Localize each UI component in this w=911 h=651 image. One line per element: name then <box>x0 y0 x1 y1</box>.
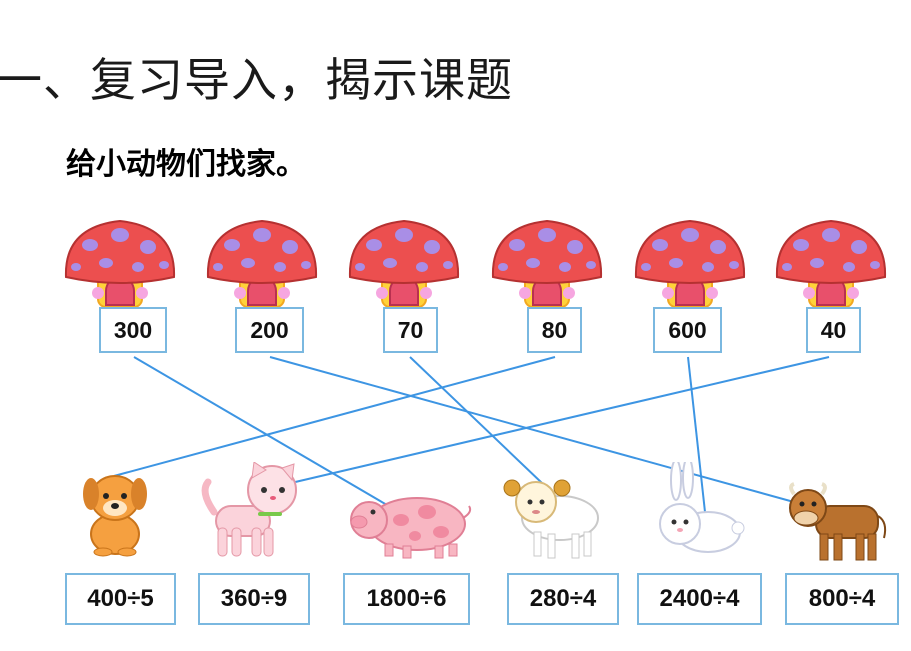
rabbit-icon <box>659 462 745 553</box>
expression-box[interactable]: 800÷4 <box>785 573 899 625</box>
link-200-cow <box>269 356 813 508</box>
mushroom-house-icon <box>775 219 887 308</box>
link-70-sheep <box>409 356 544 485</box>
cat-icon <box>201 462 297 557</box>
house-number-box[interactable]: 200 <box>235 307 304 353</box>
mushroom-house-icon <box>206 219 318 308</box>
dog-icon <box>83 475 147 557</box>
expression-box[interactable]: 400÷5 <box>65 573 176 625</box>
expression-box[interactable]: 1800÷6 <box>343 573 470 625</box>
house-number-box[interactable]: 600 <box>653 307 722 353</box>
task-instruction: 给小动物们找家。 <box>66 147 306 182</box>
expression-box[interactable]: 360÷9 <box>198 573 310 625</box>
mushroom-house-icon <box>634 219 746 308</box>
house-number-box[interactable]: 300 <box>99 307 167 353</box>
link-600-rabbit <box>687 356 706 513</box>
mushroom-house-icon <box>491 219 603 308</box>
link-300-pig <box>133 356 388 506</box>
page-title: 一、复习导入，揭示课题 <box>0 53 513 107</box>
mushroom-house-icon <box>64 219 176 308</box>
link-40-cat <box>290 356 830 484</box>
pig-icon <box>350 497 472 559</box>
house-number-box[interactable]: 40 <box>806 307 861 353</box>
cow-icon <box>789 482 887 561</box>
house-number-box[interactable]: 80 <box>527 307 582 353</box>
house-number-box[interactable]: 70 <box>383 307 438 353</box>
expression-box[interactable]: 2400÷4 <box>637 573 762 625</box>
link-80-dog <box>113 356 556 477</box>
mushroom-house-icon <box>348 219 460 308</box>
expression-box[interactable]: 280÷4 <box>507 573 619 625</box>
sheep-icon <box>503 479 599 559</box>
